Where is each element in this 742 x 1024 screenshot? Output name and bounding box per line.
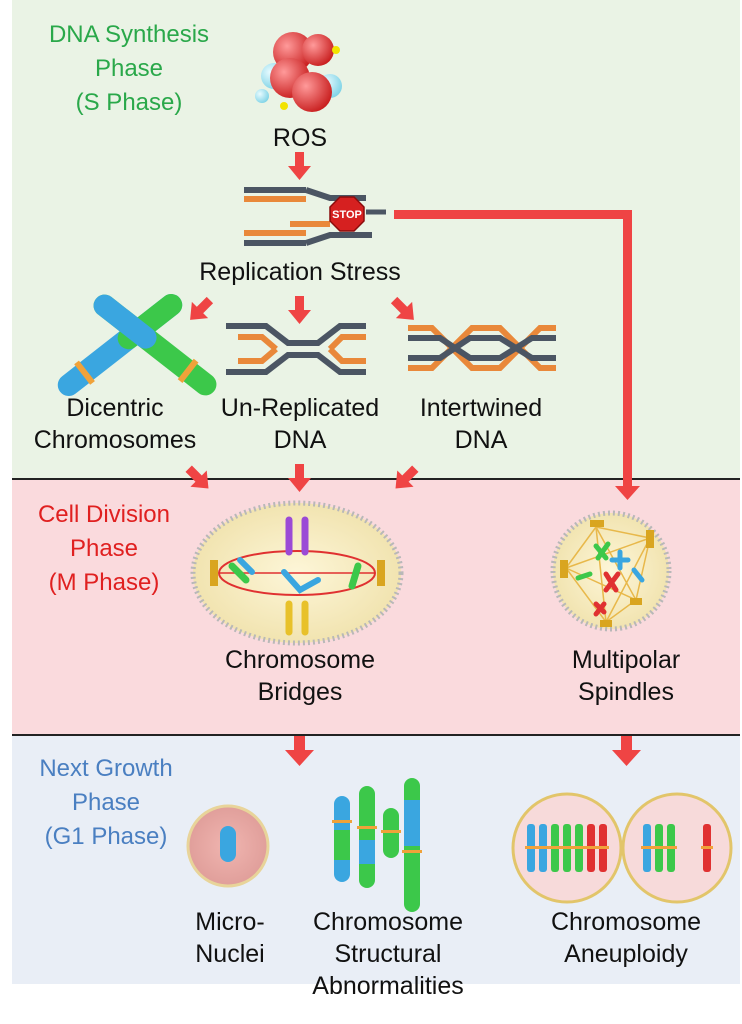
g1-phase-title: Next Growth Phase (G1 Phase): [39, 755, 173, 850]
arrow-dicentric-to-bridges: [185, 465, 209, 489]
arrow-ros-to-stress: [288, 152, 311, 180]
arrow-stress-to-unreplicated: [288, 296, 311, 324]
arrow-stress-to-intertwined: [390, 296, 414, 320]
dicentric-label: Dicentric Chromosomes: [33, 394, 197, 454]
arrows: [185, 152, 641, 766]
stop-sign-text: STOP: [332, 209, 362, 221]
stop-sign-icon: STOP: [329, 196, 365, 232]
arrow-unreplicated-to-bridges: [288, 464, 311, 492]
multipolar-spindle-cell-icon: [550, 510, 672, 632]
unreplicated-label: Un-Replicated DNA: [220, 394, 380, 454]
intertwined-dna-icon: [408, 325, 556, 371]
s-phase-band: [12, 0, 740, 480]
arrow-stress-to-multipolar: [394, 210, 640, 500]
ros-molecule-icon: [255, 32, 342, 112]
arrow-multipolar-to-g1: [612, 736, 641, 766]
m-phase-title: Cell Division Phase (M Phase): [37, 501, 171, 596]
unreplicated-dna-icon: [226, 323, 366, 375]
arrow-intertwined-to-bridges: [395, 465, 419, 489]
s-phase-title: DNA Synthesis Phase (S Phase): [48, 21, 210, 116]
intertwined-label: Intertwined DNA: [419, 394, 543, 454]
dicentric-chromosome-icon: [57, 293, 217, 397]
replication-stress-label: Replication Stress: [199, 258, 401, 286]
aneuploidy-label: Chromosome Aneuploidy: [550, 908, 702, 968]
bridges-label: Chromosome Bridges: [224, 646, 376, 706]
bridging-cell-icon: [190, 500, 404, 646]
ros-label: ROS: [272, 124, 328, 152]
micronucleus-cell-icon: [186, 804, 270, 888]
arrow-bridges-to-g1: [285, 736, 314, 766]
structural-label: Chromosome Structural Abnormalities: [312, 908, 464, 1000]
multipolar-label: Multipolar Spindles: [571, 646, 681, 706]
arrow-stress-to-dicentric: [190, 296, 214, 320]
micronuclei-label: Micro- Nuclei: [195, 908, 265, 968]
aneuploid-daughter-cells-icon: [511, 792, 733, 904]
rearranged-chromosomes-icon: [332, 778, 422, 912]
